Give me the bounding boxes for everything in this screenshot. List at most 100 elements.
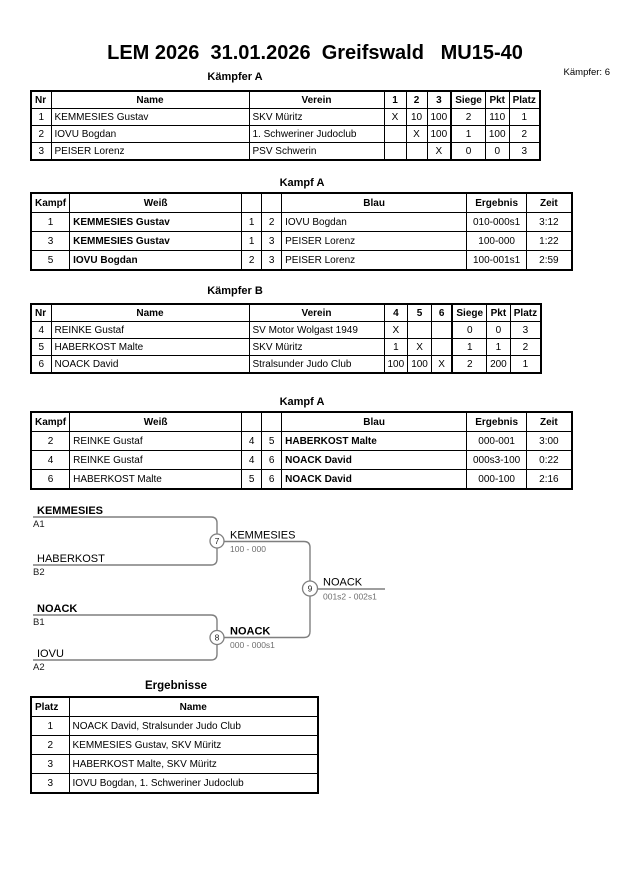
cell-weiss-nr: 4 xyxy=(241,431,263,451)
cell-siege: 2 xyxy=(450,108,486,126)
col-header-nr: Nr xyxy=(30,90,52,109)
cell-verein: SKV Müritz xyxy=(248,108,385,126)
table-header-row: Nr Name Verein 4 5 6 Siege Pkt Platz xyxy=(30,303,542,322)
col-header-platz: Platz xyxy=(508,90,541,109)
bracket-slot-a1-name: KEMMESIES xyxy=(37,505,103,517)
section-heading-kaempfer-b: Kämpfer B xyxy=(207,285,263,297)
cell-platz: 2 xyxy=(30,735,70,755)
col-header-4: 4 xyxy=(383,303,409,322)
cell-pkt: 0 xyxy=(484,142,510,161)
kampf-a1-table: Kampf Weiß Blau Ergebnis Zeit 1 KEMMESIE… xyxy=(30,192,573,271)
cell-mark xyxy=(405,142,428,161)
cell-nr: 4 xyxy=(30,321,52,339)
cell-platz: 3 xyxy=(30,773,70,794)
cell-platz: 2 xyxy=(509,338,542,356)
cell-name: REINKE Gustaf xyxy=(50,321,250,339)
col-header-name: Name xyxy=(50,303,250,322)
col-header-spacer xyxy=(241,411,263,432)
cell-blau: HABERKOST Malte xyxy=(281,431,468,451)
cell-blau-nr: 3 xyxy=(261,231,283,251)
cell-name: PEISER Lorenz xyxy=(50,142,250,161)
table-row: 3 KEMMESIES Gustav 1 3 PEISER Lorenz 100… xyxy=(30,231,573,251)
ergebnisse-table: Platz Name 1 NOACK David, Stralsunder Ju… xyxy=(30,696,319,794)
col-header-spacer xyxy=(261,192,283,213)
cell-kampf-nr: 2 xyxy=(30,431,71,451)
page-title: LEM 2026 31.01.2026 Greifswald MU15-40 xyxy=(107,42,523,64)
cell-mark: X xyxy=(426,142,452,161)
cell-verein: Stralsunder Judo Club xyxy=(248,355,385,374)
table-row: 6 NOACK David Stralsunder Judo Club 100 … xyxy=(30,355,542,374)
cell-weiss-nr: 5 xyxy=(241,469,263,490)
cell-mark: 100 xyxy=(407,355,432,374)
table-row: 3 PEISER Lorenz PSV Schwerin X 0 0 3 xyxy=(30,142,541,161)
cell-platz: 1 xyxy=(30,716,70,736)
col-header-spacer xyxy=(241,192,263,213)
bracket-semi2-winner-line xyxy=(224,596,311,639)
cell-nr: 1 xyxy=(30,108,52,126)
col-header-1: 1 xyxy=(383,90,407,109)
cell-platz: 1 xyxy=(509,355,542,374)
table-row: 2 REINKE Gustaf 4 5 HABERKOST Malte 000-… xyxy=(30,431,573,451)
cell-pkt: 100 xyxy=(484,125,510,143)
cell-mark xyxy=(383,125,407,143)
table-row: 4 REINKE Gustaf 4 6 NOACK David 000s3-10… xyxy=(30,450,573,470)
col-header-kampf: Kampf xyxy=(30,411,71,432)
table-row: 5 IOVU Bogdan 2 3 PEISER Lorenz 100-001s… xyxy=(30,250,573,271)
col-header-weiss: Weiß xyxy=(69,192,243,213)
col-header-blau: Blau xyxy=(281,411,468,432)
cell-ergebnis: 000-100 xyxy=(466,469,528,490)
cell-kampf-nr: 4 xyxy=(30,450,71,470)
col-header-name: Name xyxy=(68,696,319,717)
table-row: 2 KEMMESIES Gustav, SKV Müritz xyxy=(30,735,319,755)
cell-mark: 100 xyxy=(426,125,452,143)
cell-pkt: 110 xyxy=(484,108,510,126)
cell-blau-nr: 6 xyxy=(261,469,283,490)
bracket-slot-a2-name: IOVU xyxy=(37,648,64,660)
cell-mark: X xyxy=(430,355,453,374)
finals-bracket: 7 8 9 KEMMESIES A1 HABERKOST B2 NOACK B1… xyxy=(33,505,385,673)
cell-pkt: 200 xyxy=(486,355,511,374)
col-header-siege: Siege xyxy=(451,303,488,322)
cell-siege: 1 xyxy=(451,338,488,356)
bracket-semi1-winner-line xyxy=(224,540,311,581)
cell-mark: X xyxy=(407,338,432,356)
cell-blau-nr: 5 xyxy=(261,431,283,451)
section-heading-kampf-a1: Kampf A xyxy=(279,177,325,189)
kaempfer-b-table: Nr Name Verein 4 5 6 Siege Pkt Platz 4 R… xyxy=(30,303,543,374)
semi2-winner-name: NOACK xyxy=(230,626,270,638)
cell-siege: 0 xyxy=(450,142,486,161)
col-header-pkt: Pkt xyxy=(486,303,511,322)
kaempfer-a-table: Nr Name Verein 1 2 3 Siege Pkt Platz 1 K… xyxy=(30,90,541,161)
cell-siege: 0 xyxy=(451,321,488,339)
table-row: 3 HABERKOST Malte, SKV Müritz xyxy=(30,754,319,774)
cell-name: KEMMESIES Gustav, SKV Müritz xyxy=(68,735,319,755)
cell-verein: 1. Schweriner Judoclub xyxy=(248,125,385,143)
cell-weiss: HABERKOST Malte xyxy=(69,469,243,490)
cell-zeit: 0:22 xyxy=(526,450,573,470)
cell-kampf-nr: 5 xyxy=(30,250,71,271)
cell-nr: 2 xyxy=(30,125,52,143)
cell-mark: 100 xyxy=(426,108,452,126)
cell-zeit: 2:59 xyxy=(526,250,573,271)
section-heading-kampf-a2: Kampf A xyxy=(279,396,325,408)
cell-weiss: REINKE Gustaf xyxy=(69,450,243,470)
cell-name: NOACK David, Stralsunder Judo Club xyxy=(68,716,319,736)
cell-zeit: 1:22 xyxy=(526,231,573,251)
section-heading-kaempfer-a: Kämpfer A xyxy=(207,71,263,83)
cell-ergebnis: 000s3-100 xyxy=(466,450,528,470)
col-header-5: 5 xyxy=(407,303,432,322)
cell-ergebnis: 000-001 xyxy=(466,431,528,451)
cell-mark: X xyxy=(405,125,428,143)
bracket-slot-b2-name: HABERKOST xyxy=(37,553,105,565)
table-header-row: Kampf Weiß Blau Ergebnis Zeit xyxy=(30,192,573,213)
table-header-row: Kampf Weiß Blau Ergebnis Zeit xyxy=(30,411,573,432)
cell-name: HABERKOST Malte, SKV Müritz xyxy=(68,754,319,774)
table-header-row: Nr Name Verein 1 2 3 Siege Pkt Platz xyxy=(30,90,541,109)
col-header-pkt: Pkt xyxy=(484,90,510,109)
cell-platz: 3 xyxy=(508,142,541,161)
col-header-blau: Blau xyxy=(281,192,468,213)
col-header-ergebnis: Ergebnis xyxy=(466,192,528,213)
cell-kampf-nr: 6 xyxy=(30,469,71,490)
cell-verein: SV Motor Wolgast 1949 xyxy=(248,321,385,339)
bracket-slot-b1-name: NOACK xyxy=(37,603,77,615)
